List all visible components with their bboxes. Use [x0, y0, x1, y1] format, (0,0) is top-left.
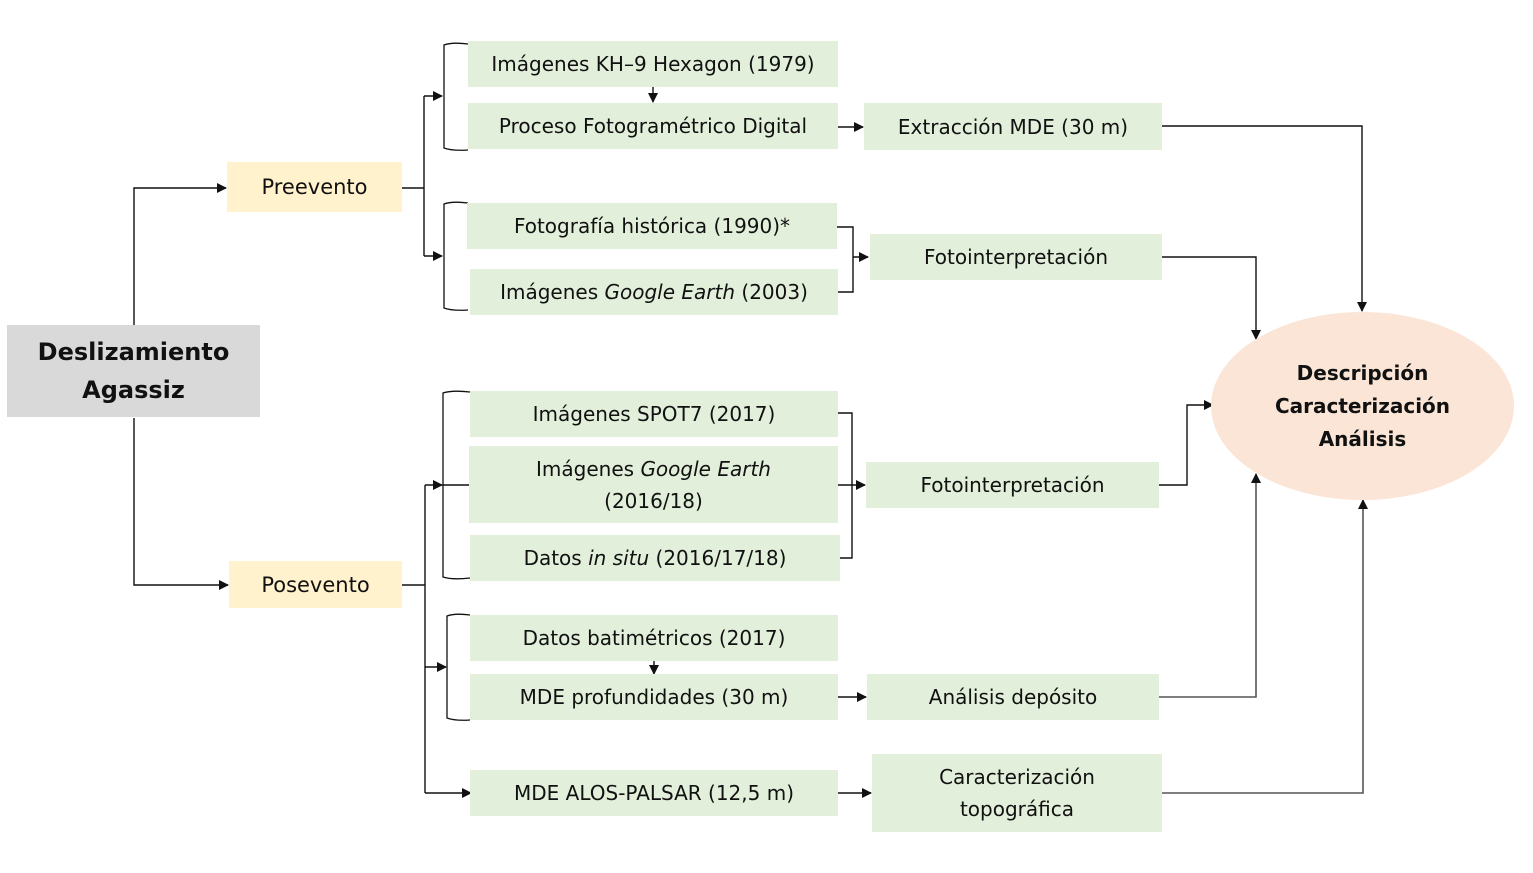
node-kh9-hexagon-label: Imágenes KH–9 Hexagon (1979): [491, 52, 815, 76]
phase-posevento-label: Posevento: [261, 572, 370, 597]
connector-post-foto-result: [1159, 400, 1214, 486]
result-line3: Análisis: [1318, 426, 1407, 451]
node-google-earth-2003: Imágenes Google Earth (2003): [470, 269, 838, 315]
node-fotointerpretacion-post-label: Fotointerpretación: [920, 473, 1105, 497]
node-spot7: Imágenes SPOT7 (2017): [470, 391, 838, 437]
node-proceso-fotogrametrico-label: Proceso Fotogramétrico Digital: [498, 114, 808, 138]
brace-pre-group2: [443, 201, 469, 311]
node-google-earth-2016-18-line1: Imágenes Google Earth: [536, 456, 771, 481]
connector-root-preevento: [133, 183, 227, 325]
node-fotografia-historica: Fotografía histórica (1990)*: [467, 203, 837, 249]
node-google-earth-2016-18-line2: (2016/18): [604, 488, 703, 513]
node-datos-batimetricos: Datos batimétricos (2017): [470, 615, 838, 661]
connector-pre-sources-foto: [837, 226, 868, 293]
connector-preevento-trunk: [402, 96, 425, 256]
node-fotointerpretacion-pre-label: Fotointerpretación: [923, 245, 1109, 269]
connector-analisis-result: [1159, 473, 1261, 698]
result-line2: Caracterización: [1274, 393, 1451, 418]
node-mde-alos-palsar-label: MDE ALOS-PALSAR (12,5 m): [514, 781, 794, 805]
node-spot7-label: Imágenes SPOT7 (2017): [532, 402, 776, 426]
node-caracterizacion-topografica-line2: topográfica: [959, 797, 1075, 821]
root-line2: Agassiz: [82, 376, 185, 404]
node-caracterizacion-topografica-line1: Caracterización: [939, 765, 1095, 789]
result-line1: Descripción: [1296, 360, 1429, 385]
connector-caracterizacion-result: [1162, 499, 1368, 794]
node-datos-in-situ-label: Datos in situ (2016/17/18): [523, 546, 787, 570]
result-node: Descripción Caracterización Análisis: [1211, 312, 1514, 500]
node-fotografia-historica-label: Fotografía histórica (1990)*: [513, 214, 791, 238]
node-google-earth-2003-label: Imágenes Google Earth (2003): [500, 280, 808, 304]
node-datos-batimetricos-label: Datos batimétricos (2017): [522, 626, 786, 650]
node-fotointerpretacion-pre: Fotointerpretación: [870, 234, 1162, 280]
root-line1: Deslizamiento: [37, 338, 230, 366]
brace-pre-group1: [443, 42, 469, 151]
node-mde-profundidades-label: MDE profundidades (30 m): [519, 685, 789, 709]
node-mde-profundidades: MDE profundidades (30 m): [470, 674, 838, 720]
node-google-earth-2016-18: Imágenes Google Earth (2016/18): [469, 446, 838, 523]
connector-pre-foto-result: [1162, 256, 1261, 340]
node-caracterizacion-topografica: Caracterización topográfica: [872, 754, 1162, 832]
node-datos-in-situ: Datos in situ (2016/17/18): [470, 535, 840, 581]
phase-posevento: Posevento: [229, 561, 402, 608]
root-node: Deslizamiento Agassiz: [7, 325, 260, 417]
node-fotointerpretacion-post: Fotointerpretación: [866, 462, 1159, 508]
node-analisis-deposito-label: Análisis depósito: [928, 685, 1098, 709]
connector-post-sources-foto: [838, 412, 865, 559]
node-mde-alos-palsar: MDE ALOS-PALSAR (12,5 m): [470, 770, 838, 816]
node-analisis-deposito: Análisis depósito: [867, 674, 1159, 720]
connector-extraccion-result: [1162, 125, 1367, 312]
node-extraccion-mde: Extracción MDE (30 m): [864, 103, 1162, 150]
brace-post-group2: [446, 613, 471, 721]
connector-posevento-trunk: [402, 485, 426, 793]
node-extraccion-mde-label: Extracción MDE (30 m): [897, 114, 1129, 139]
node-kh9-hexagon: Imágenes KH–9 Hexagon (1979): [468, 41, 838, 87]
node-proceso-fotogrametrico: Proceso Fotogramétrico Digital: [468, 103, 838, 149]
phase-preevento: Preevento: [227, 162, 402, 212]
connector-root-posevento: [133, 418, 229, 590]
phase-preevento-label: Preevento: [261, 175, 368, 199]
